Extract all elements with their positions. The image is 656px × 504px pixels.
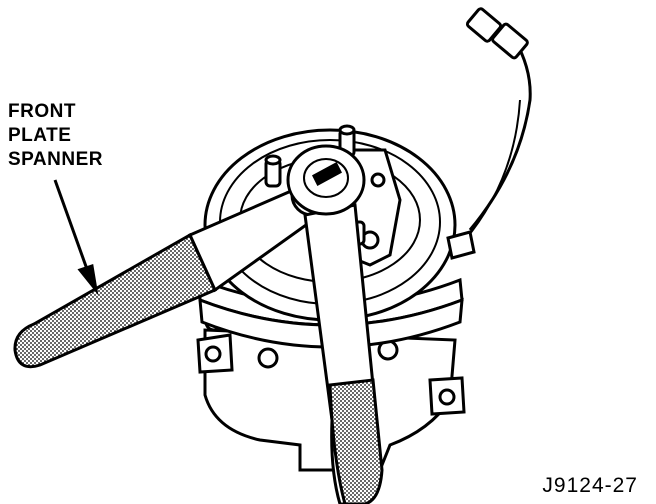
callout-line-2: PLATE [8, 125, 72, 146]
callout-arrow [53, 179, 99, 296]
callout-line-3: SPANNER [8, 149, 103, 170]
callout-line-1: FRONT [8, 101, 76, 122]
socket-wrench [286, 144, 384, 504]
spanner-callout-label: FRONT PLATE SPANNER [8, 100, 103, 172]
wire-connector [446, 7, 532, 260]
figure-id: J9124-27 [542, 474, 638, 497]
